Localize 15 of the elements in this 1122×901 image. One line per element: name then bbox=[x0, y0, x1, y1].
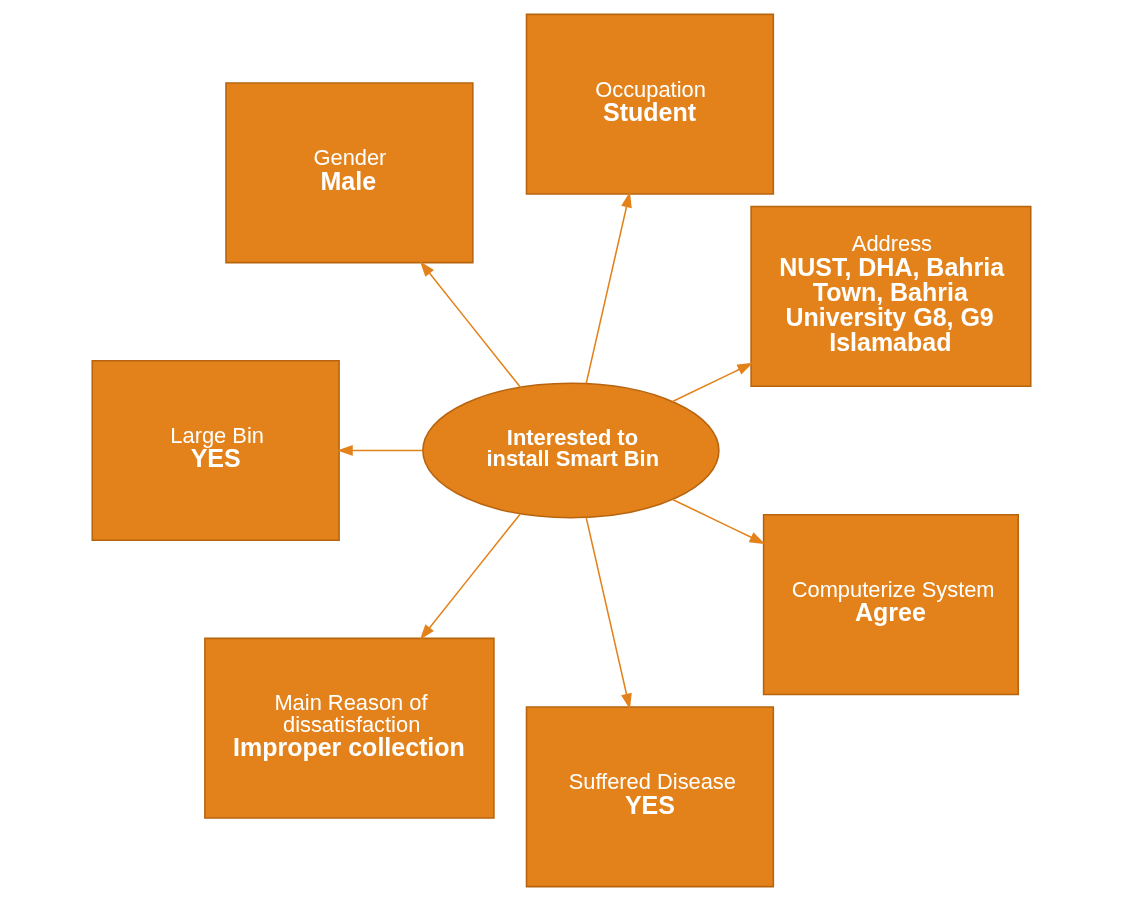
arrow bbox=[671, 362, 753, 403]
node-box: Main Reason of dissatisfaction Improper collection bbox=[203, 637, 495, 819]
node-box: Suffered Disease YES bbox=[525, 706, 774, 888]
node-box: Address NUST, DHA, Bahria Town, Bahria University G8, G9 Islamabad bbox=[749, 205, 1032, 387]
arrow bbox=[584, 516, 632, 710]
node-box: Gender Male bbox=[224, 82, 474, 264]
arrow bbox=[584, 191, 632, 385]
arrow bbox=[336, 445, 423, 456]
node-box: Occupation Student bbox=[525, 13, 774, 195]
node-box: Large Bin YES bbox=[90, 359, 340, 542]
arrow bbox=[671, 498, 765, 545]
arrow bbox=[419, 513, 521, 640]
arrow bbox=[419, 261, 521, 388]
node-box: Computerize System Agree bbox=[762, 514, 1019, 696]
node-ellipse: Interested to install Smart Bin bbox=[421, 382, 720, 519]
